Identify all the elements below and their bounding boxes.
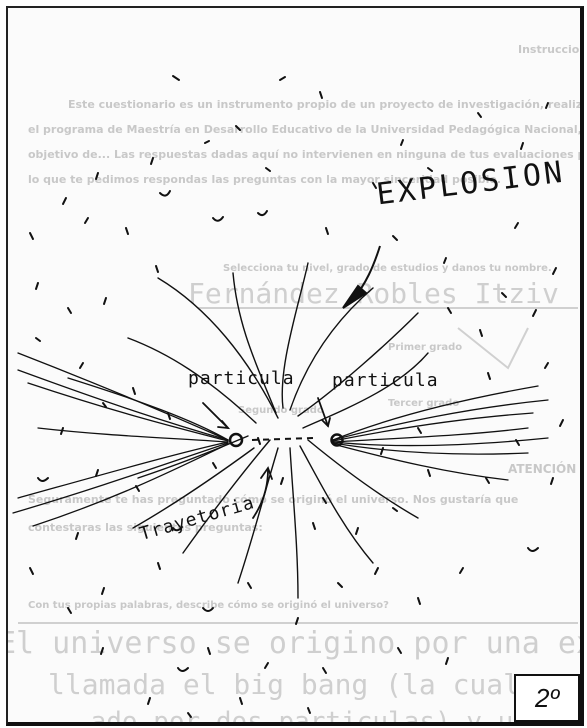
scanned-sheet: Instrucciones: Este cuestionario es un i…: [6, 6, 584, 726]
dashed-connector: [252, 438, 313, 440]
faded-line-2: el programa de Maestría en Desarrollo Ed…: [28, 123, 580, 136]
grade-badge: 2º: [514, 674, 580, 722]
sketch-canvas: Instrucciones: Este cuestionario es un i…: [8, 8, 580, 722]
faded-line-8: Tercer grado: [388, 398, 459, 409]
faded-hand-1: El universo se origino por una explosión: [8, 626, 580, 661]
faded-line-5: Selecciona tu nivel, grado de estudios y…: [223, 263, 552, 274]
faded-line-3: objetivo de... Las respuestas dadas aquí…: [28, 148, 580, 161]
left-label-arrowhead: [218, 421, 228, 428]
faded-hand-3: ....ado por dos particulas) y una: [28, 707, 545, 722]
right-particle-label: particula: [332, 370, 439, 391]
faded-line-1: Este cuestionario es un instrumento prop…: [68, 98, 580, 111]
faded-line-12: Con tus propias palabras, describe cómo …: [28, 599, 389, 611]
faded-hand-2: llamada el big bang (la cual se hizo: [48, 668, 580, 701]
faded-line-10: Seguramente te has preguntado cómo se or…: [28, 493, 518, 506]
explosion-rays: [128, 263, 428, 598]
faded-line-0: Instrucciones:: [518, 43, 580, 56]
faded-printed-text: Instrucciones: Este cuestionario es un i…: [28, 43, 580, 611]
grade-label: 2º: [535, 683, 559, 714]
trajectory-arrowhead: [261, 468, 272, 479]
faded-line-6: Primer grado: [388, 342, 462, 353]
faded-line-9: ATENCIÓN: [508, 461, 576, 476]
left-particle-label: particula: [188, 368, 295, 389]
